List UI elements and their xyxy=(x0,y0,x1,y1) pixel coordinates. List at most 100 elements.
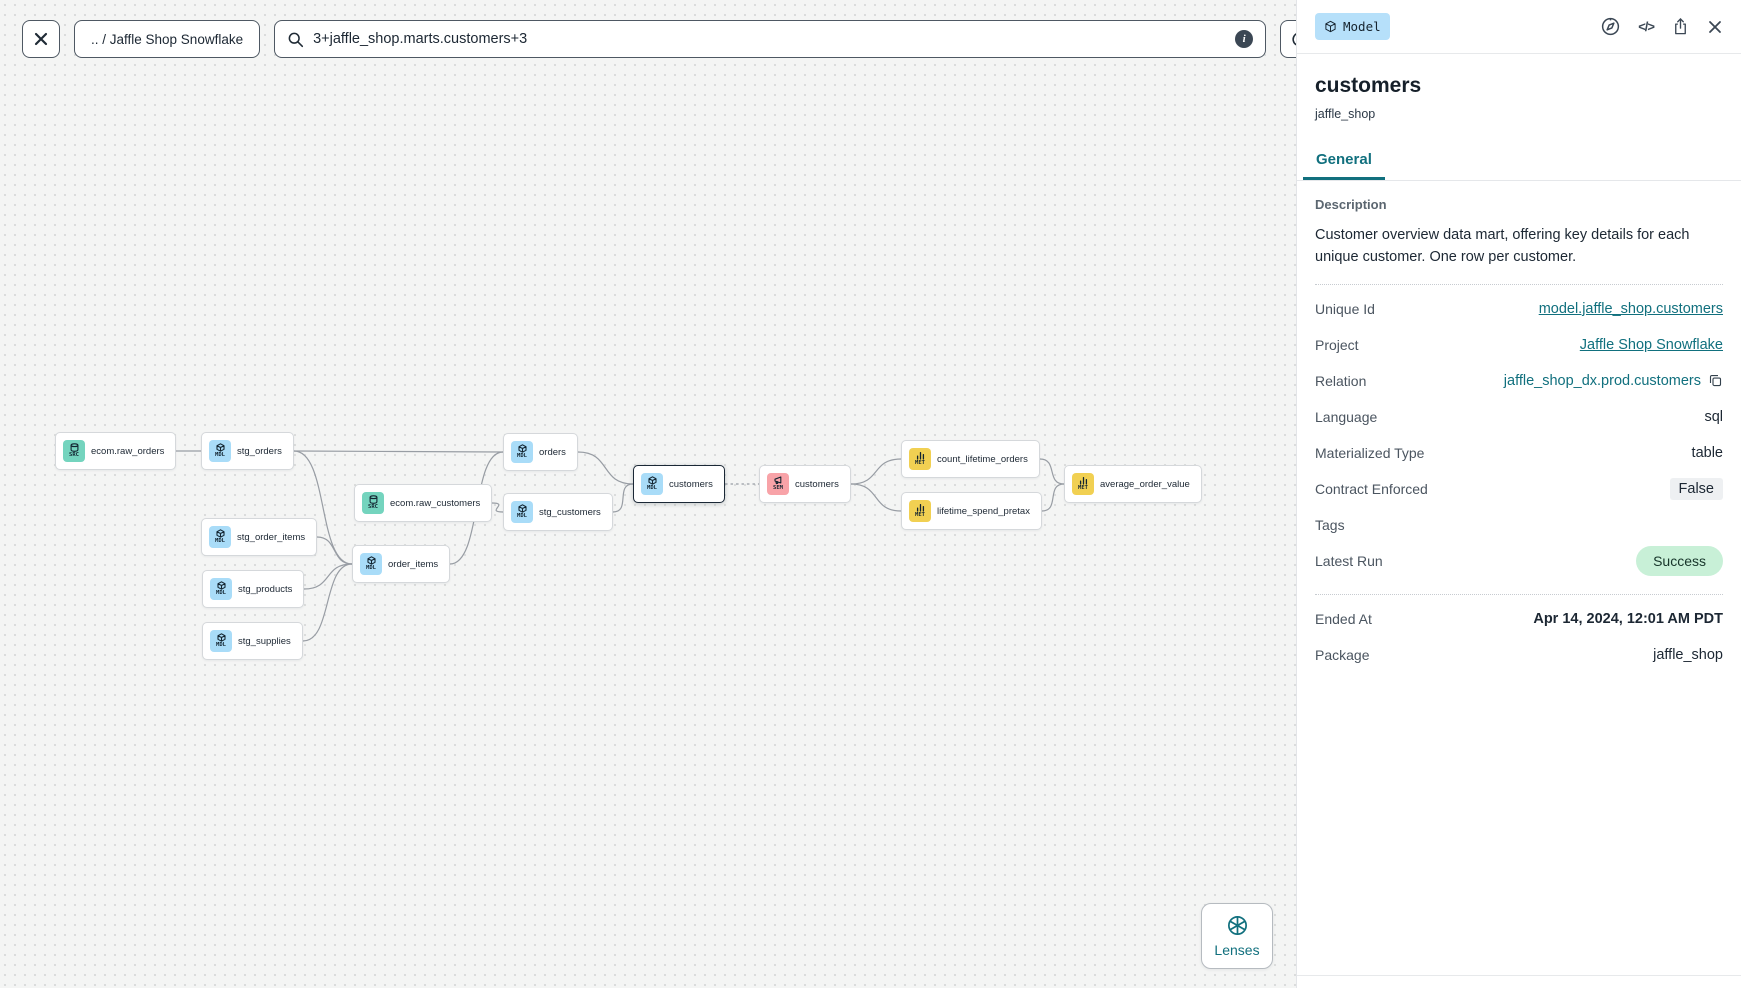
field-value: table xyxy=(1691,444,1723,461)
lenses-label: Lenses xyxy=(1214,942,1260,958)
field-value: Success xyxy=(1636,545,1723,576)
cube-icon: MDL xyxy=(209,440,231,462)
field-label: Contract Enforced xyxy=(1315,480,1428,497)
field-value[interactable]: jaffle_shop_dx.prod.customers xyxy=(1503,372,1701,389)
description-text: Customer overview data mart, offering ke… xyxy=(1315,227,1690,266)
node-label: customers xyxy=(795,478,839,490)
cube-icon: MDL xyxy=(210,578,232,600)
lineage-node-ecom-raw-customers[interactable]: SRC ecom.raw_customers xyxy=(354,484,493,522)
lineage-node-stg-products[interactable]: MDL stg_products xyxy=(202,570,305,608)
node-label: stg_products xyxy=(238,583,293,595)
search-input[interactable] xyxy=(313,31,1227,47)
field-row-project: Project Jaffle Shop Snowflake xyxy=(1315,327,1723,363)
close-lineage-button[interactable] xyxy=(22,20,60,58)
resource-type-badge: Model xyxy=(1315,13,1390,40)
node-label: average_order_value xyxy=(1100,478,1190,490)
panel-tabs: General xyxy=(1297,141,1741,181)
node-label: lifetime_spend_pretax xyxy=(937,505,1030,517)
refresh-button[interactable] xyxy=(1280,20,1296,58)
field-value: False xyxy=(1669,477,1723,500)
description-label: Description xyxy=(1315,197,1387,212)
bar-chart-icon: MET xyxy=(1072,473,1094,495)
node-label: ecom.raw_orders xyxy=(91,445,165,457)
cube-icon: MDL xyxy=(641,473,663,495)
megaphone-icon: SEM xyxy=(767,473,789,495)
bar-chart-icon: MET xyxy=(909,448,931,470)
edge-customers_semantic-to-lifetime_spend_pretax xyxy=(850,483,902,512)
database-icon: SRC xyxy=(63,440,85,462)
divider xyxy=(1315,593,1723,595)
breadcrumb[interactable]: .. / Jaffle Shop Snowflake xyxy=(74,20,261,58)
edge-stg_orders-to-orders xyxy=(293,450,504,453)
node-label: customers xyxy=(669,478,713,490)
divider xyxy=(1315,283,1723,285)
cube-icon: MDL xyxy=(511,441,533,463)
code-icon[interactable]: </> xyxy=(1638,19,1655,34)
field-value: sql xyxy=(1704,408,1723,425)
field-label: Relation xyxy=(1315,372,1367,389)
field-label: Unique Id xyxy=(1315,300,1375,317)
field-label: Package xyxy=(1315,646,1370,663)
share-icon[interactable] xyxy=(1671,16,1690,37)
page-title: customers xyxy=(1315,74,1422,97)
lineage-node-average-order-value[interactable]: MET average_order_value xyxy=(1064,465,1202,503)
lineage-node-count-lifetime-orders[interactable]: MET count_lifetime_orders xyxy=(901,440,1040,478)
panel-footer xyxy=(1297,975,1741,988)
explore-compass-icon[interactable] xyxy=(1600,16,1621,37)
edge-count_lifetime_orders-to-average_order_value xyxy=(1039,458,1065,485)
field-label: Tags xyxy=(1315,516,1345,533)
node-label: orders xyxy=(539,446,566,458)
close-panel-icon[interactable] xyxy=(1707,19,1723,35)
refresh-icon xyxy=(1292,32,1296,46)
lineage-node-orders[interactable]: MDL orders xyxy=(503,433,578,471)
node-label: stg_supplies xyxy=(238,635,291,647)
edge-stg_customers-to-customers_model xyxy=(612,483,634,513)
field-row-materialized-type: Materialized Type table xyxy=(1315,435,1723,471)
cube-icon: MDL xyxy=(210,630,232,652)
cube-icon: MDL xyxy=(511,501,533,523)
copy-icon[interactable] xyxy=(1708,373,1723,388)
node-label: ecom.raw_customers xyxy=(390,497,481,509)
bar-chart-icon: MET xyxy=(909,500,931,522)
search-icon xyxy=(288,32,304,47)
details-panel: Model </> xyxy=(1296,0,1741,988)
field-label: Project xyxy=(1315,336,1359,353)
node-label: stg_orders xyxy=(237,445,282,457)
lenses-button[interactable]: Lenses xyxy=(1201,903,1273,969)
field-row-contract-enforced: Contract Enforced False xyxy=(1315,471,1723,507)
panel-body: Description Customer overview data mart,… xyxy=(1297,181,1741,975)
field-value: Apr 14, 2024, 12:01 AM PDT xyxy=(1533,610,1723,627)
edge-stg_order_items-to-order_items xyxy=(316,536,353,565)
lineage-node-stg-orders[interactable]: MDL stg_orders xyxy=(201,432,294,470)
field-label: Language xyxy=(1315,408,1378,425)
field-label: Materialized Type xyxy=(1315,444,1425,461)
lineage-node-ecom-raw-orders[interactable]: SRC ecom.raw_orders xyxy=(55,432,177,470)
field-row-language: Language sql xyxy=(1315,399,1723,435)
panel-header: Model </> xyxy=(1297,0,1741,54)
lineage-search[interactable]: i xyxy=(274,20,1267,58)
resource-type-label: Model xyxy=(1343,19,1381,34)
lineage-node-lifetime-spend-pretax[interactable]: MET lifetime_spend_pretax xyxy=(901,492,1042,530)
lineage-toolbar: .. / Jaffle Shop Snowflake i xyxy=(22,20,1296,58)
panel-title-block: customers jaffle_shop xyxy=(1297,54,1741,121)
field-value[interactable]: model.jaffle_shop.customers xyxy=(1538,300,1723,317)
field-value[interactable]: Jaffle Shop Snowflake xyxy=(1579,336,1723,353)
edge-ecom_raw_customers-to-stg_customers xyxy=(491,502,504,513)
node-label: stg_order_items xyxy=(237,531,306,543)
lineage-node-customers-model[interactable]: MDL customers xyxy=(633,465,725,503)
lineage-node-customers-semantic[interactable]: SEM customers xyxy=(759,465,851,503)
info-icon[interactable]: i xyxy=(1235,30,1254,48)
node-label: count_lifetime_orders xyxy=(937,453,1028,465)
cube-icon xyxy=(1325,20,1336,33)
lineage-node-stg-supplies[interactable]: MDL stg_supplies xyxy=(202,622,303,660)
database-icon: SRC xyxy=(362,492,384,514)
tab-general[interactable]: General xyxy=(1303,141,1385,180)
